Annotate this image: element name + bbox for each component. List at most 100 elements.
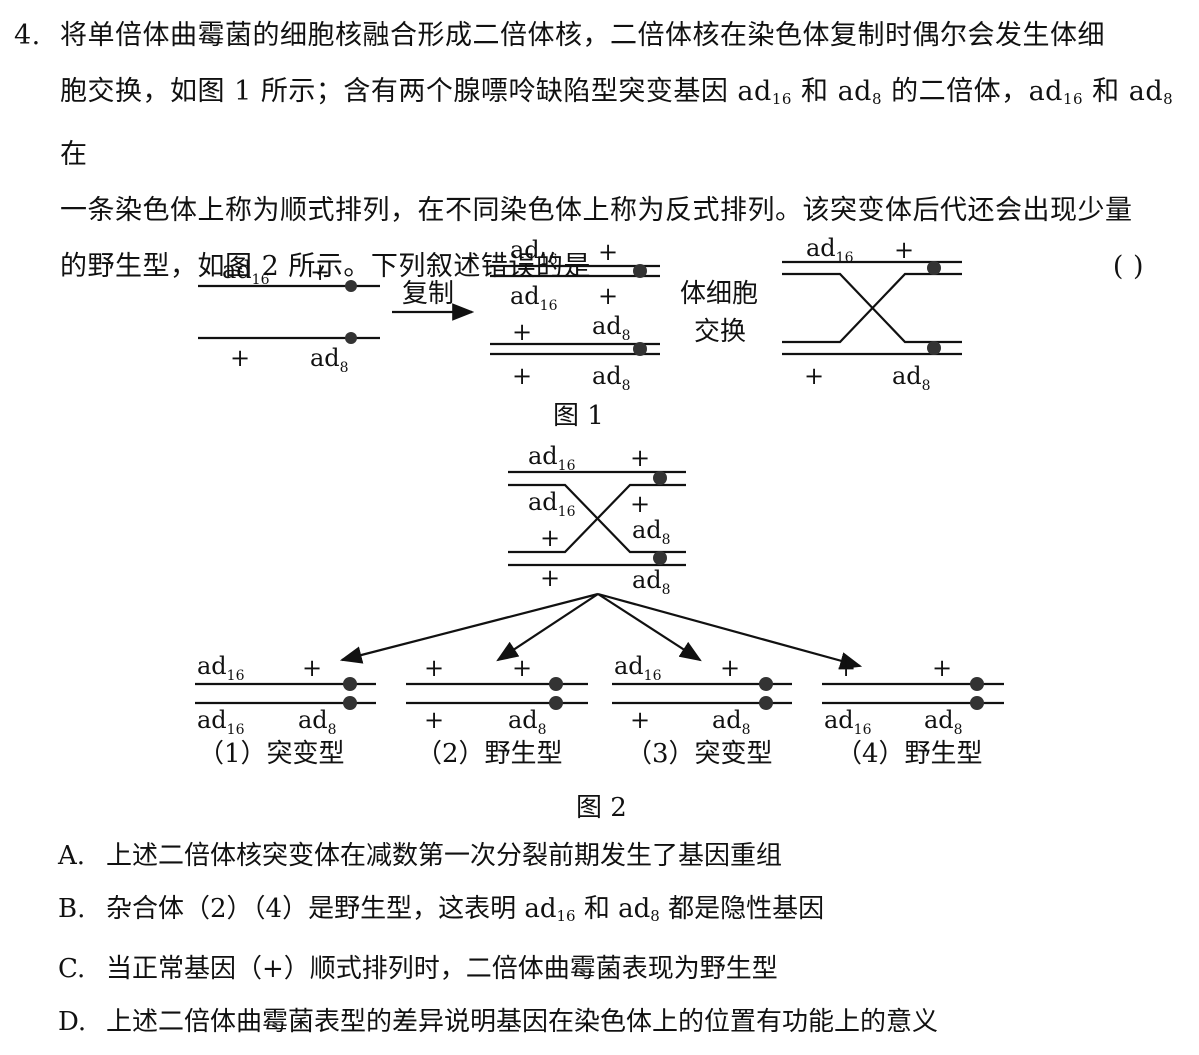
plus-label: +	[424, 706, 444, 734]
line2-part: 和 ad	[1083, 76, 1164, 107]
centromere	[549, 696, 563, 710]
option-d[interactable]: D. 上述二倍体曲霉菌表型的差异说明基因在染色体上的位置有功能上的意义	[58, 996, 938, 1049]
replication-label: 复制	[402, 279, 454, 309]
centromere	[633, 264, 647, 278]
line2-sub: 16	[771, 90, 792, 108]
centromere	[970, 696, 984, 710]
option-text: 上述二倍体曲霉菌表型的差异说明基因在染色体上的位置有功能上的意义	[106, 1007, 939, 1037]
plus-label: +	[540, 564, 560, 592]
centromere	[343, 696, 357, 710]
gene-label: ad16	[528, 488, 576, 520]
gene-label: ad16	[222, 256, 270, 288]
plus-label: +	[804, 362, 824, 390]
centromere	[970, 677, 984, 691]
figure-1-caption: 图 1	[553, 401, 604, 431]
option-text: 都是隐性基因	[659, 894, 825, 924]
outcome-label: （1）突变型	[198, 739, 345, 769]
gene-label: ad8	[592, 362, 631, 394]
gene-label: ad16	[806, 234, 854, 266]
centromere	[633, 342, 647, 356]
plus-label: +	[424, 654, 444, 682]
gene-label: ad8	[508, 706, 547, 738]
option-text: 杂合体（2）（4）是野生型，这表明 ad	[106, 894, 557, 924]
option-letter: C.	[58, 954, 86, 984]
gene-label: ad16	[824, 706, 872, 738]
question-line-1-text: 将单倍体曲霉菌的细胞核融合形成二倍体核，二倍体核在染色体复制时偶尔会发生体细	[60, 20, 1105, 51]
answer-parentheses: ( )	[1112, 251, 1144, 282]
outcome-label: （4）野生型	[836, 739, 983, 769]
centromere	[653, 551, 667, 565]
gene-label: ad8	[310, 344, 349, 376]
plus-label: +	[310, 258, 330, 286]
option-sub: 16	[556, 907, 576, 925]
line2-part: 胞交换，如图 1 所示；含有两个腺嘌呤缺陷型突变基因 ad	[60, 76, 772, 107]
outcome-label: （2）野生型	[416, 739, 563, 769]
gene-label: ad8	[712, 706, 751, 738]
segregation-arrow	[597, 592, 863, 670]
line2-sub: 8	[871, 90, 882, 108]
plus-label: +	[512, 362, 532, 390]
question-number: 4.	[14, 20, 41, 51]
gene-label: ad16	[614, 652, 662, 684]
centromere	[759, 696, 773, 710]
crossover-chromatid	[508, 483, 686, 554]
line2-part: 在	[60, 139, 88, 170]
centromere	[549, 677, 563, 691]
option-text: 当正常基因（+）顺式排列时，二倍体曲霉菌表现为野生型	[106, 954, 778, 984]
option-c[interactable]: C. 当正常基因（+）顺式排列时，二倍体曲霉菌表现为野生型	[58, 943, 938, 996]
gene-label: ad16	[197, 706, 245, 738]
option-text: 和 ad	[575, 894, 651, 924]
option-letter: B.	[58, 894, 86, 924]
centromere	[927, 261, 941, 275]
gene-label: ad8	[924, 706, 963, 738]
gene-label: ad8	[298, 706, 337, 738]
plus-label: +	[598, 238, 618, 266]
plus-label: +	[720, 654, 740, 682]
exchange-label: 交换	[694, 317, 746, 347]
question-line-1: 4. 将单倍体曲霉菌的细胞核融合形成二倍体核，二倍体核在染色体复制时偶尔会发生体细	[14, 8, 1184, 64]
exchange-label: 体细胞	[680, 279, 758, 309]
plus-label: +	[630, 706, 650, 734]
centromeres	[343, 261, 984, 710]
figure-diagrams: ad16 + + ad8 复制 ad16 + ad16 + + ad8 + ad…	[195, 234, 1004, 820]
line2-sub: 8	[1163, 90, 1174, 108]
plus-label: +	[512, 654, 532, 682]
gene-label: ad16	[510, 236, 558, 268]
gene-label: ad8	[892, 362, 931, 394]
line2-part: 的二倍体，ad	[882, 76, 1063, 107]
centromere	[653, 471, 667, 485]
option-letter: D.	[58, 1007, 87, 1037]
gene-label: ad8	[592, 312, 631, 344]
centromere	[343, 677, 357, 691]
gene-label: ad8	[632, 516, 671, 548]
option-b[interactable]: B. 杂合体（2）（4）是野生型，这表明 ad16 和 ad8 都是隐性基因	[58, 883, 938, 943]
plus-label: +	[836, 654, 856, 682]
segregation-arrow	[339, 592, 599, 664]
question-line-2: 胞交换，如图 1 所示；含有两个腺嘌呤缺陷型突变基因 ad16 和 ad8 的二…	[14, 64, 1184, 183]
answer-options: A. 上述二倍体核突变体在减数第一次分裂前期发生了基因重组 B. 杂合体（2）（4）…	[58, 830, 938, 1049]
option-sub: 8	[650, 907, 660, 925]
plus-label: +	[302, 654, 322, 682]
plus-label: +	[932, 654, 952, 682]
plus-label: +	[598, 282, 618, 310]
plus-label: +	[512, 318, 532, 346]
plus-label: +	[230, 344, 250, 372]
question-line-3: 一条染色体上称为顺式排列，在不同染色体上称为反式排列。该突变体后代还会出现少量	[60, 195, 1133, 226]
gene-label: ad16	[528, 442, 576, 474]
option-a[interactable]: A. 上述二倍体核突变体在减数第一次分裂前期发生了基因重组	[58, 830, 938, 883]
plus-label: +	[540, 524, 560, 552]
line2-sub: 16	[1062, 90, 1084, 108]
option-letter: A.	[58, 841, 86, 871]
outcome-label: （3）突变型	[626, 739, 773, 769]
plus-label: +	[630, 490, 650, 518]
plus-label: +	[894, 236, 914, 264]
centromere	[927, 341, 941, 355]
segregation-arrow	[496, 593, 599, 662]
segregation-arrow	[597, 593, 702, 662]
option-text: 上述二倍体核突变体在减数第一次分裂前期发生了基因重组	[106, 841, 783, 871]
centromere	[759, 677, 773, 691]
gene-label: ad8	[632, 566, 671, 598]
centromere	[345, 280, 357, 292]
line2-part: 和 ad	[791, 76, 872, 107]
centromere	[345, 332, 357, 344]
